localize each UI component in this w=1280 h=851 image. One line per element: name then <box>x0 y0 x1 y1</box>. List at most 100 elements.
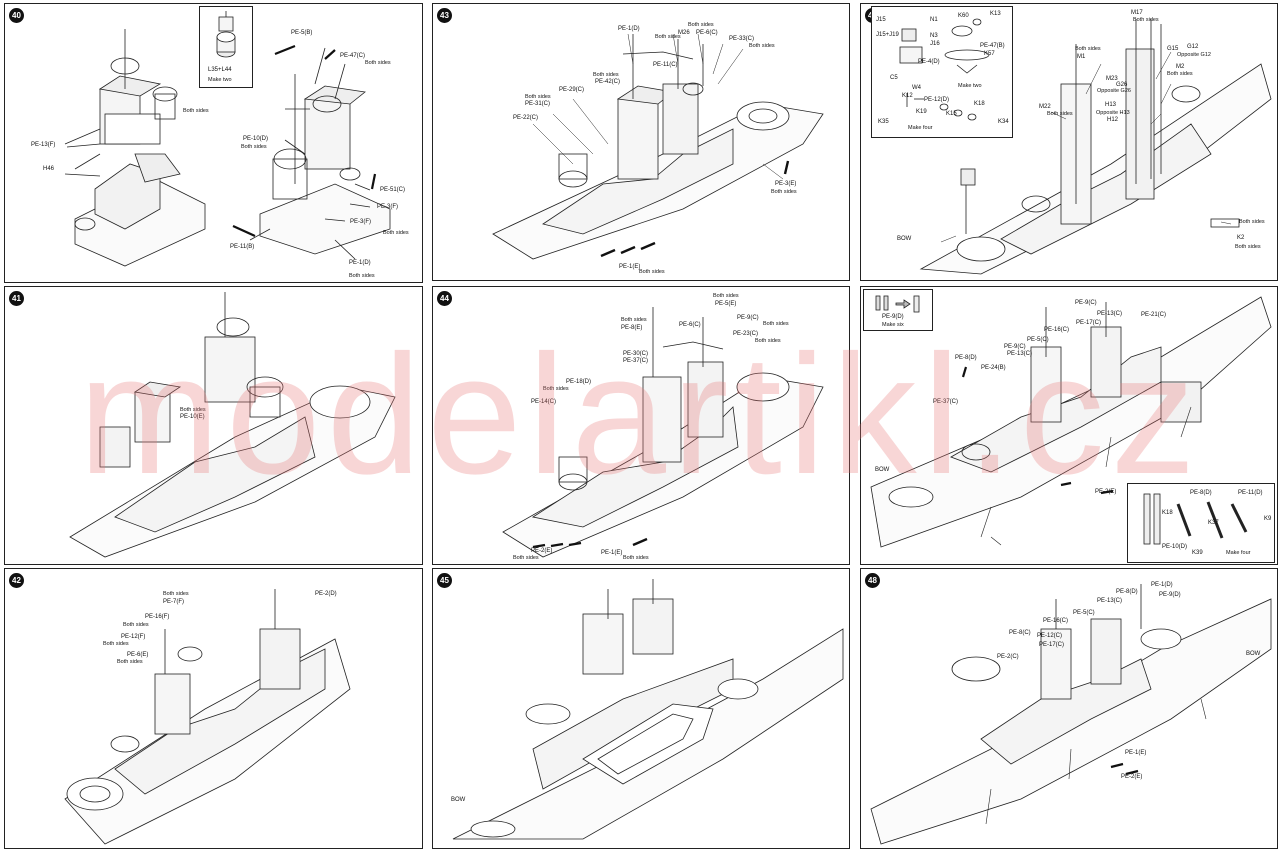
inset-note: Make two <box>958 83 982 89</box>
callout-m26: M26 <box>678 30 690 36</box>
callout-both-sides: Both sides <box>117 659 143 665</box>
ladder-detail-inset: PE-8(D) PE-11(D) K18 PE-10(D) K37 K39 K9… <box>1127 483 1275 563</box>
inset-label-j15j19: J15+J19 <box>876 32 899 38</box>
step-46-panel: 46 J15 J15+J19 N1 N3 J16 K60 K13 PE-47(B… <box>860 3 1278 281</box>
detail-label-k18: K18 <box>1162 510 1173 516</box>
callout-both-sides: Both sides <box>103 641 129 647</box>
inset-label-k34: K34 <box>998 119 1009 125</box>
inset-note: Make four <box>908 125 933 131</box>
step-number-badge: 44 <box>437 291 452 306</box>
callout-both-sides: Both sides <box>621 317 647 323</box>
callout-pe9: PE-9(D) <box>1159 592 1181 598</box>
inset-note: Make six <box>882 322 904 328</box>
part-inset: J15 J15+J19 N1 N3 J16 K60 K13 PE-47(B) K… <box>871 6 1013 138</box>
callout-both-sides: Both sides <box>365 60 391 66</box>
callout-pe8c: PE-8(C) <box>1009 630 1031 636</box>
step-number-badge: 45 <box>437 573 452 588</box>
callout-pe3: PE-3(F) <box>377 204 398 210</box>
callout-both-sides: Both sides <box>623 555 649 561</box>
step-43-drawing <box>492 33 824 260</box>
inset-label-n3: N3 <box>930 33 938 39</box>
ladder-detail-icon <box>1143 493 1248 545</box>
callout-pe42: PE-42(C) <box>595 79 621 85</box>
callout-pe17: PE-17(C) <box>1039 642 1065 648</box>
step-46-drawing <box>919 19 1272 275</box>
callout-pe13: PE-13(F) <box>31 142 56 148</box>
callout-pe33: PE-33(C) <box>729 36 755 42</box>
part-inset: L35+L44 Make two <box>199 6 253 88</box>
step-42-panel: 42 Both sides PE-7(F) PE-16(F) Both side… <box>4 568 423 849</box>
callout-m23: M23 <box>1106 76 1118 82</box>
inset-label-k12: K12 <box>902 93 913 99</box>
step-number-badge: 42 <box>9 573 24 588</box>
inset-label-k15: K15 <box>946 111 957 117</box>
bow-label: BOW <box>451 797 466 803</box>
step-42-drawing <box>64 589 351 845</box>
callout-pe2: PE-2(E) <box>531 548 553 554</box>
callout-both-sides: Both sides <box>1239 219 1265 225</box>
callout-pe7: PE-7(F) <box>163 599 184 605</box>
callout-pe1e: PE-1(E) <box>1125 750 1147 756</box>
callout-pe13: PE-13(C) <box>1097 598 1123 604</box>
step-number-badge: 43 <box>437 8 452 23</box>
inset-label-k57: K57 <box>984 51 995 57</box>
callout-pe16: PE-16(F) <box>145 614 170 620</box>
callout-both-sides: Both sides <box>655 34 681 40</box>
step-45-panel: 45 BOW <box>432 568 850 849</box>
callout-pe23: PE-23(C) <box>733 331 759 337</box>
callout-pe1: PE-1(E) <box>601 550 623 556</box>
inset-label-w4: W4 <box>912 85 921 91</box>
inset-label-j15: J15 <box>876 17 886 23</box>
callout-pe18: PE-18(D) <box>566 379 592 385</box>
callout-both-sides: Both sides <box>349 273 375 279</box>
callout-h46: H46 <box>43 166 55 172</box>
callout-pe2e: PE-2(E) <box>1121 774 1143 780</box>
callout-pe3: PE-3(E) <box>775 181 797 187</box>
callout-pe5: PE-5(E) <box>715 301 737 307</box>
inset-label-k19: K19 <box>916 109 927 115</box>
step-44-panel: 44 Both sides PE-5(E) Both sides PE-8(E)… <box>432 286 850 565</box>
callout-pe1: PE-1(D) <box>349 260 371 266</box>
callout-pe37: PE-37(C) <box>933 399 959 405</box>
callout-both-sides: Both sides <box>1167 71 1193 77</box>
callout-pe13: PE-13(C) <box>1097 311 1123 317</box>
callout-pe2: PE-2(C) <box>997 654 1019 660</box>
callout-pe51: PE-51(C) <box>380 187 406 193</box>
callout-both-sides: Both sides <box>749 43 775 49</box>
callout-pe8: PE-8(D) <box>1116 589 1138 595</box>
inset-label-k13: K13 <box>990 11 1001 17</box>
callout-pe6: PE-6(C) <box>696 30 718 36</box>
inset-label-k18: K18 <box>974 101 985 107</box>
callout-both-sides: Both sides <box>763 321 789 327</box>
callout-pe1e: PE-1(E) <box>619 264 641 270</box>
callout-g15: G15 <box>1167 46 1179 52</box>
step-number-badge: 40 <box>9 8 24 23</box>
callout-pe13: PE-13(C) <box>1007 351 1033 357</box>
callout-pe11: PE-11(B) <box>230 244 255 250</box>
turret-subassembly-icon <box>216 11 236 58</box>
callout-both-sides: Both sides <box>1047 111 1073 117</box>
step-number-badge: 41 <box>9 291 24 306</box>
callout-pe8: PE-8(D) <box>955 355 977 361</box>
callout-pe5: PE-5(C) <box>1073 610 1095 616</box>
callout-both-sides: Both sides <box>713 293 739 299</box>
callout-pe6: PE-6(E) <box>127 652 149 658</box>
callout-both-sides: Both sides <box>771 189 797 195</box>
detail-label-k9: K9 <box>1264 516 1272 522</box>
detail-label-k39: K39 <box>1192 550 1203 556</box>
step-41-panel: 41 Both sides PE-10(E) <box>4 286 423 565</box>
callout-both-sides: Both sides <box>123 622 149 628</box>
callout-pe8: PE-8(E) <box>621 325 643 331</box>
callout-both-sides: Both sides <box>513 555 539 561</box>
small-parts-icon <box>899 18 990 121</box>
callout-pe30: PE-30(C) <box>623 351 649 357</box>
step-48-drawing <box>870 584 1272 845</box>
detail-label-pe10: PE-10(D) <box>1162 544 1188 550</box>
step-47-drawing <box>870 296 1272 548</box>
callout-k2: K2 <box>1237 235 1245 241</box>
callout-both-sides: Both sides <box>639 269 665 275</box>
callout-both-sides: Both sides <box>183 108 209 114</box>
callout-pe16: PE-16(C) <box>1043 618 1069 624</box>
step-40-panel: 40 L35+L44 Make two PE-13(F) H46 Both si… <box>4 3 423 283</box>
callout-m2: M2 <box>1176 64 1185 70</box>
